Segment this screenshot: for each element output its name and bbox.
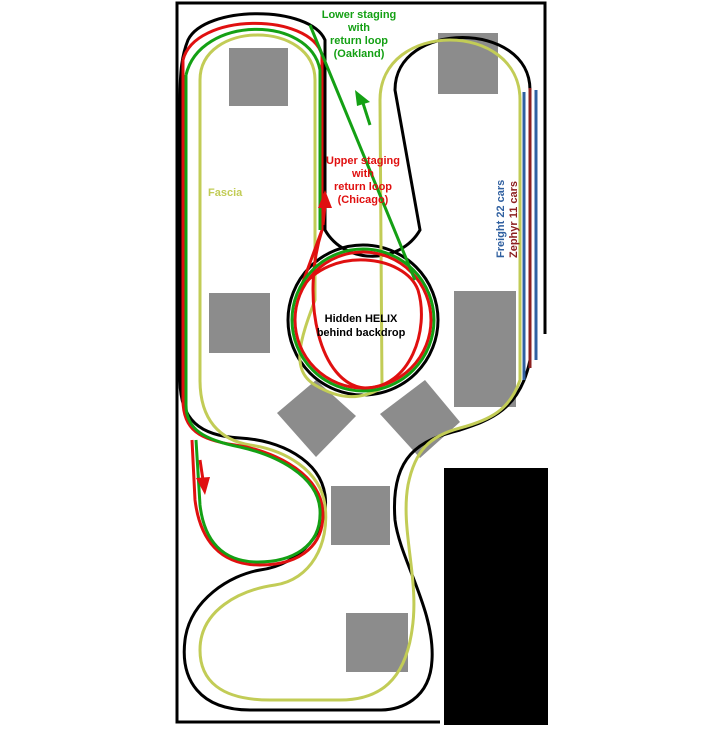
zephyr-label: Zephyr 11 cars — [508, 181, 520, 258]
lower-staging-diagonal — [308, 24, 417, 281]
staging-lines — [522, 88, 538, 380]
building-block — [209, 293, 270, 353]
fascia-loop — [198, 33, 522, 702]
helix-line-2: behind backdrop — [317, 327, 406, 339]
benchwork-outline — [175, 1, 547, 724]
building-block — [346, 613, 408, 672]
helix-line-1: Hidden HELIX — [325, 313, 398, 325]
upper-staging-line-4: (Chicago) — [338, 194, 389, 206]
building-block — [331, 486, 390, 545]
red-arrow-down-icon — [196, 459, 210, 495]
lower-staging-top-loop — [184, 27, 322, 230]
direction-arrows — [196, 90, 372, 495]
helix-label: Hidden HELIX behind backdrop — [317, 313, 406, 339]
helix-red-track — [293, 250, 433, 390]
benchwork-frame — [175, 1, 547, 724]
building-block — [454, 291, 516, 407]
upper-staging-line-3: return loop — [334, 181, 392, 193]
fascia-track — [198, 33, 522, 702]
lower-staging-track — [184, 24, 436, 564]
lower-staging-lower-loop — [184, 75, 322, 564]
upper-staging-line-1: Upper staging — [326, 155, 400, 167]
helix-green-track — [290, 247, 436, 393]
lower-staging-line-3: return loop — [330, 35, 388, 47]
building-block — [229, 48, 288, 106]
lower-staging-label: Lower staging with return loop (Oakland) — [322, 9, 397, 60]
upper-staging-label: Upper staging with return loop (Chicago) — [326, 155, 400, 206]
lower-staging-line-4: (Oakland) — [334, 48, 385, 60]
green-arrow-icon — [355, 90, 372, 126]
lower-staging-line-1: Lower staging — [322, 9, 397, 21]
building-block — [380, 380, 460, 458]
red-arrow-up-icon — [318, 190, 332, 226]
building-block — [277, 380, 356, 457]
mainline-loop — [178, 12, 532, 712]
freight-label: Freight 22 cars — [495, 180, 507, 258]
lower-staging-line-2: with — [347, 22, 370, 34]
aisle-block — [444, 468, 548, 725]
upper-staging-line-2: with — [351, 168, 374, 180]
fascia-label: Fascia — [208, 187, 243, 199]
